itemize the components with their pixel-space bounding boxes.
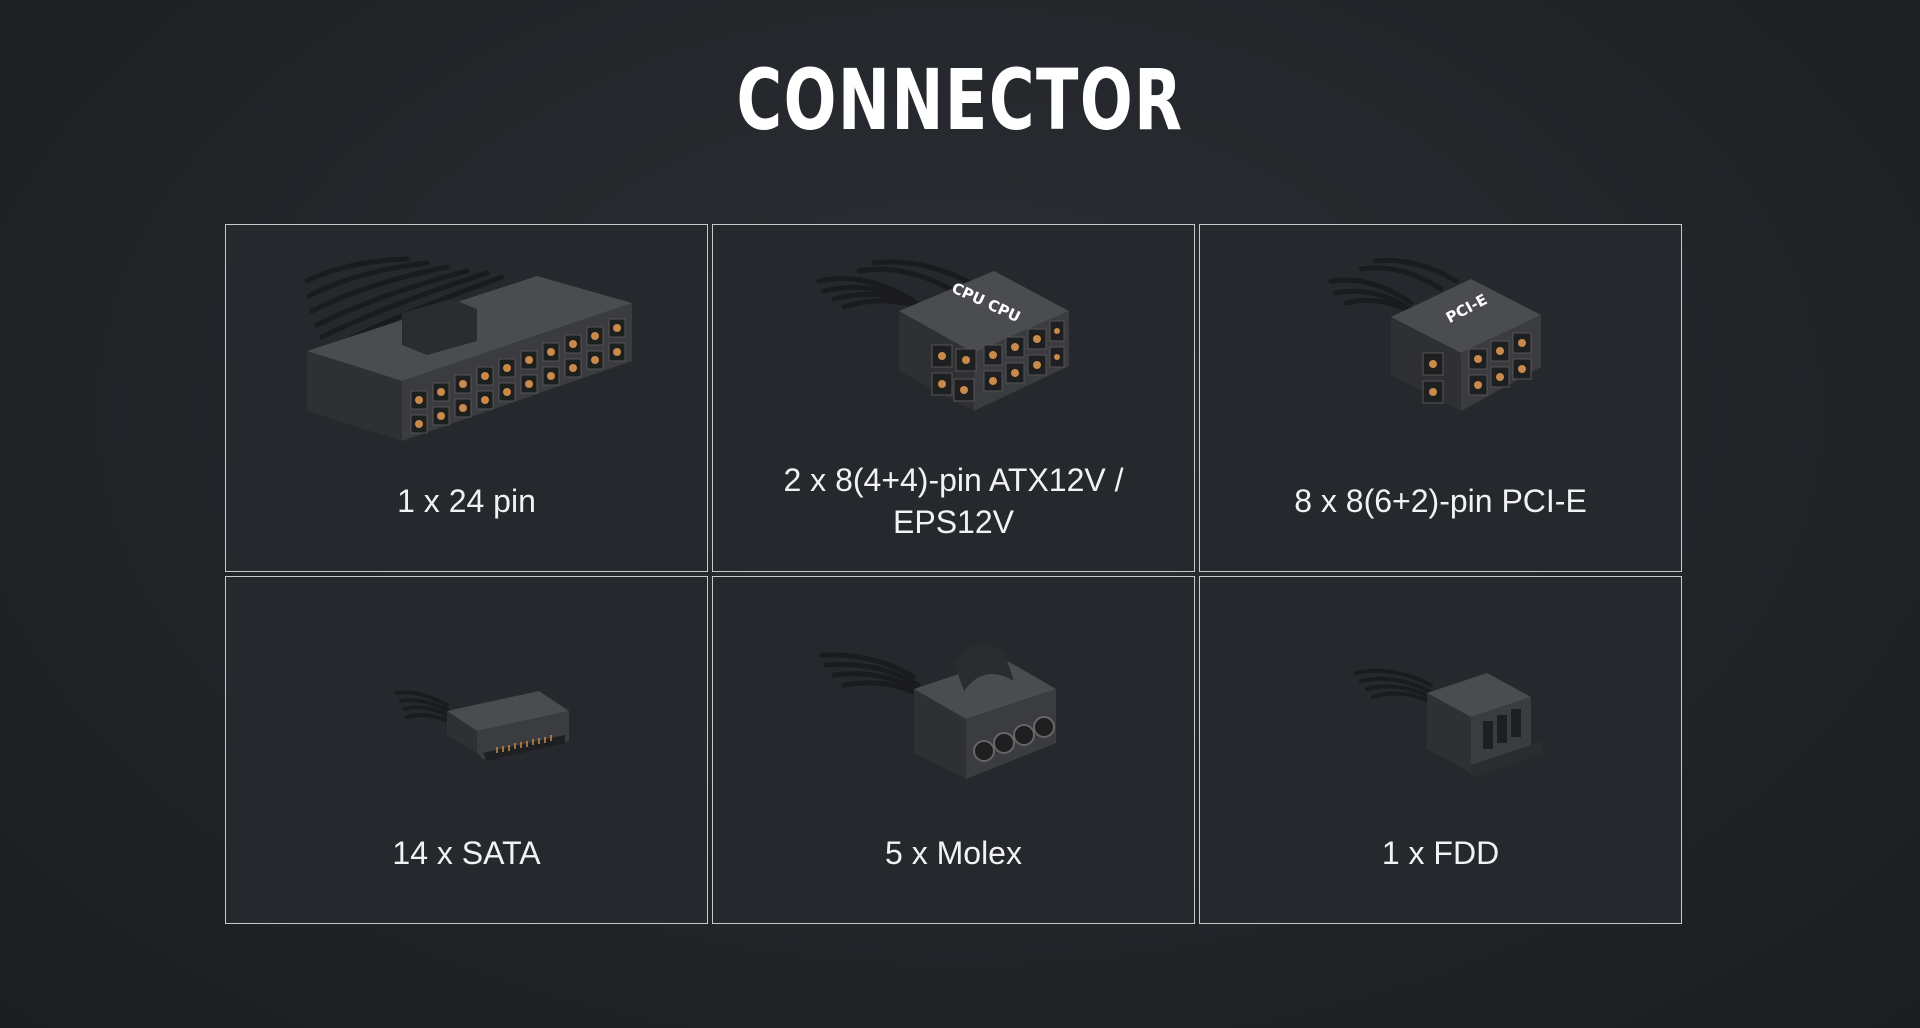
connector-card-24pin: 1 x 24 pin (225, 224, 708, 572)
atx-24pin-connector-icon (304, 256, 632, 441)
connector-card-pcie: PCI-E 8 x 8(6+2)-pin PCI-E (1199, 224, 1682, 572)
connector-card-molex: 5 x Molex (712, 576, 1195, 924)
connector-label: 1 x 24 pin (397, 483, 536, 519)
cpu-8pin-connector-icon: CPU CPU (816, 259, 1069, 411)
connector-label: 14 x SATA (392, 835, 541, 871)
page-title: CONNECTOR (736, 51, 1184, 149)
connector-grid: 1 x 24 pin CPU CPU (225, 224, 1683, 926)
connector-label: 1 x FDD (1381, 835, 1500, 871)
connector-card-sata: 14 x SATA (225, 576, 708, 924)
connector-label: 5 x Molex (885, 835, 1022, 871)
molex-connector-icon (819, 644, 1056, 779)
connector-card-fdd: 1 x FDD (1199, 576, 1682, 924)
fdd-connector-icon (1353, 668, 1543, 779)
sata-connector-icon (394, 690, 569, 761)
pcie-8pin-connector-icon: PCI-E (1328, 257, 1541, 411)
connector-label: 8 x 8(6+2)-pin PCI-E (1294, 483, 1587, 519)
connector-card-cpu: CPU CPU 2 x 8(4+4)-pin ATX12V / EPS12V (712, 224, 1195, 572)
connector-label: 2 x 8(4+4)-pin ATX12V / EPS12V (783, 462, 1124, 540)
